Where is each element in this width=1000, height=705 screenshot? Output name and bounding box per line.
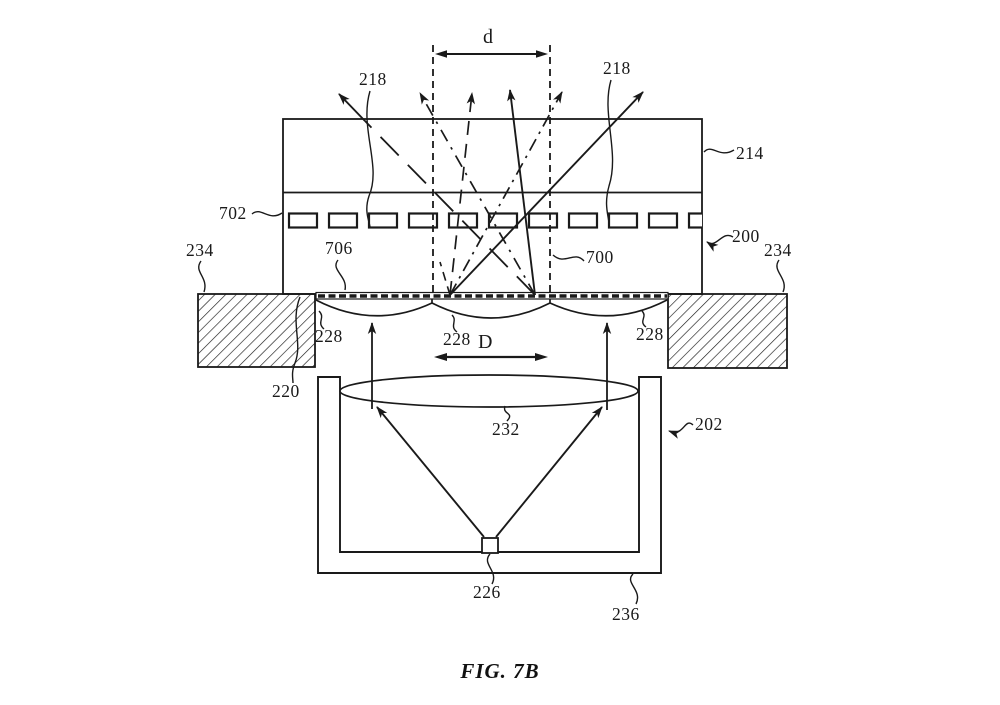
leader-214 bbox=[703, 148, 735, 154]
ref-label-228-left: 228 bbox=[315, 326, 343, 346]
emitter-aperture bbox=[527, 212, 559, 229]
emitter-aperture bbox=[647, 212, 679, 229]
dimension-D-arrowhead-left bbox=[434, 353, 447, 361]
dimension-D bbox=[434, 353, 548, 361]
dimension-d-arrowhead-left bbox=[435, 50, 447, 58]
leader-226 bbox=[486, 553, 495, 585]
microlens-arcs bbox=[315, 299, 668, 319]
leader-lines bbox=[198, 79, 785, 605]
dimension-D-arrowhead-right bbox=[535, 353, 548, 361]
mask-block-right bbox=[667, 293, 788, 369]
dimension-label-d: d bbox=[483, 26, 493, 48]
light-ray-dashed-left-tip bbox=[338, 93, 366, 122]
emitter-aperture bbox=[287, 212, 319, 229]
emitter-cone-rays bbox=[376, 406, 603, 538]
aperture-boundary-lines bbox=[432, 45, 551, 292]
emitter-aperture bbox=[327, 212, 359, 229]
emitter-aperture-row bbox=[287, 212, 702, 229]
diffuser-strip bbox=[315, 291, 669, 300]
emitter-aperture bbox=[367, 212, 399, 229]
emitter-aperture bbox=[567, 212, 599, 229]
dimension-d-arrowhead-right bbox=[536, 50, 548, 58]
microlens-array bbox=[315, 299, 668, 319]
ref-label-218-right: 218 bbox=[603, 58, 631, 78]
leader-228-center bbox=[451, 314, 458, 333]
ref-label-234-left: 234 bbox=[186, 240, 214, 260]
ref-label-706: 706 bbox=[325, 238, 353, 258]
ref-label-702: 702 bbox=[219, 203, 247, 223]
emitter-aperture bbox=[687, 212, 702, 229]
leader-236 bbox=[629, 573, 639, 605]
ref-label-200: 200 bbox=[732, 226, 760, 246]
light-ray-solid-center bbox=[507, 89, 536, 296]
ref-label-232: 232 bbox=[492, 419, 520, 439]
cone-ray-left bbox=[376, 406, 485, 538]
light-ray-dashed-left bbox=[364, 120, 536, 296]
emitter-aperture bbox=[407, 212, 439, 229]
leader-234-left bbox=[198, 260, 206, 293]
leader-702 bbox=[251, 211, 283, 217]
leader-218-right bbox=[605, 79, 614, 224]
lens-barrel bbox=[317, 376, 662, 574]
figure-caption: FIG. 7B bbox=[460, 659, 540, 683]
masking-blocks bbox=[197, 293, 788, 369]
dimension-d bbox=[435, 50, 548, 58]
leader-232 bbox=[503, 405, 511, 422]
mask-block-left bbox=[197, 293, 316, 368]
collimating-lens bbox=[339, 374, 639, 408]
leader-706 bbox=[335, 259, 346, 291]
ref-label-228-right: 228 bbox=[636, 324, 664, 344]
ref-label-226: 226 bbox=[473, 582, 501, 602]
ref-label-700: 700 bbox=[586, 247, 614, 267]
light-ray-dashed-vertical bbox=[449, 92, 475, 296]
leader-218-left bbox=[366, 90, 374, 228]
light-rays bbox=[338, 89, 644, 296]
dimension-label-D: D bbox=[478, 331, 493, 353]
ref-label-218-left: 218 bbox=[359, 69, 387, 89]
light-ray-stub bbox=[439, 261, 451, 296]
cone-ray-right bbox=[495, 406, 603, 538]
ref-label-228-center: 228 bbox=[443, 329, 471, 349]
leader-234-right bbox=[776, 259, 785, 293]
ref-label-214: 214 bbox=[736, 143, 764, 163]
leader-228-left bbox=[318, 310, 325, 330]
ref-label-236: 236 bbox=[612, 604, 640, 624]
leader-220 bbox=[291, 296, 301, 384]
collimated-arrows bbox=[367, 322, 612, 410]
emitter-die bbox=[481, 537, 499, 554]
ref-label-220: 220 bbox=[272, 381, 300, 401]
ref-label-234-right: 234 bbox=[764, 240, 792, 260]
light-ray-dashdot-upleft bbox=[419, 92, 536, 296]
leader-202 bbox=[668, 422, 694, 439]
emitter-aperture bbox=[607, 212, 639, 229]
emitter-aperture bbox=[487, 212, 519, 229]
ref-label-202: 202 bbox=[695, 414, 723, 434]
light-ray-solid-right bbox=[449, 91, 644, 296]
display-stack-rect bbox=[282, 118, 703, 295]
leader-228-right bbox=[641, 310, 647, 328]
display-stack bbox=[282, 118, 703, 295]
light-ray-dashdot-upright bbox=[449, 91, 563, 296]
leader-700 bbox=[552, 254, 585, 262]
leader-200 bbox=[706, 234, 734, 252]
